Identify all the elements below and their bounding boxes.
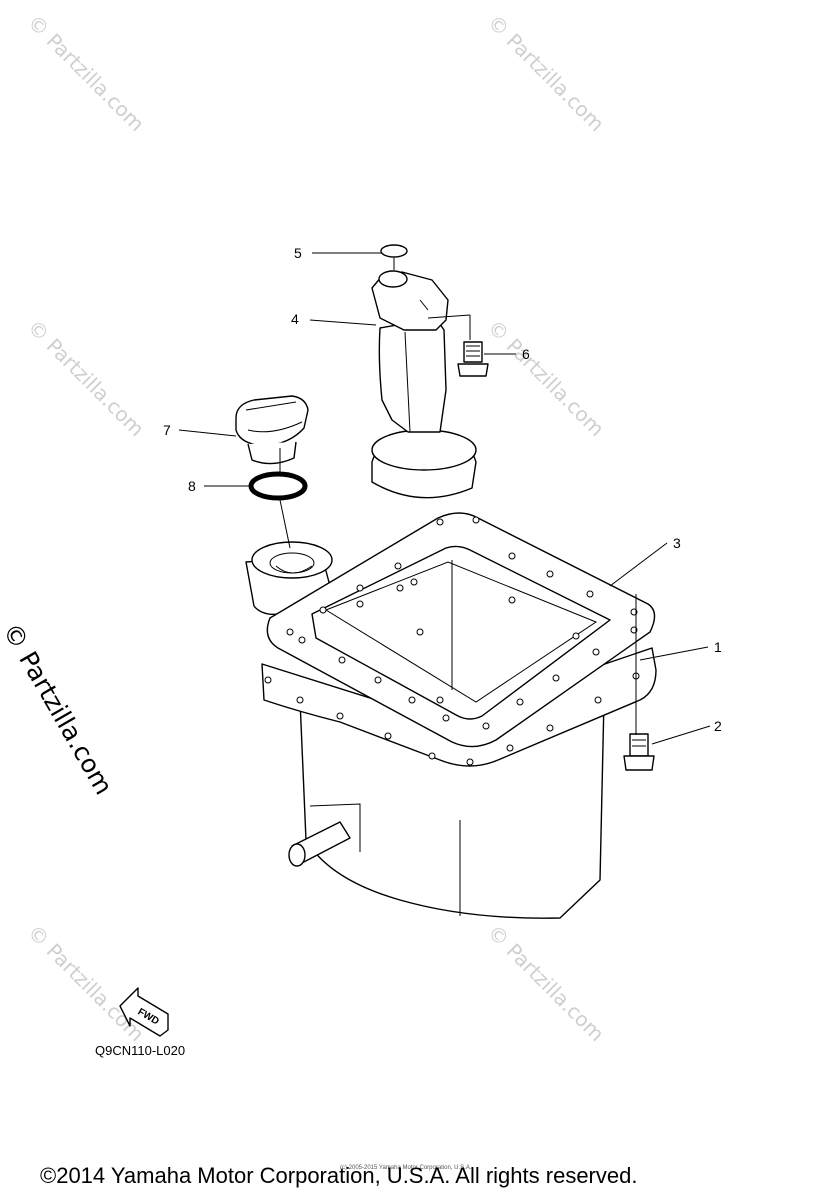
part-4-oil-strainer — [371, 270, 477, 499]
gasket-bolt-holes — [264, 516, 640, 766]
part-7-filler-cap — [235, 395, 309, 465]
part-2-bolt — [623, 733, 655, 771]
part-5-o-ring — [380, 244, 408, 270]
part-8-o-ring — [248, 471, 308, 501]
callout-7: 7 — [163, 422, 171, 438]
fwd-arrow-icon: FWD — [119, 987, 169, 1037]
callout-3: 3 — [673, 535, 681, 551]
copyright-small: (c) 2005-2015 Yamaha Motor Corporation, … — [340, 1165, 472, 1171]
callout-4: 4 — [291, 311, 299, 327]
callout-labels: 1 2 3 4 5 6 7 8 — [163, 245, 722, 734]
callout-5: 5 — [294, 245, 302, 261]
callout-6: 6 — [522, 346, 530, 362]
part-6-bolt — [457, 341, 489, 377]
part-3-gasket-plate — [266, 512, 656, 748]
leader-lines — [178, 252, 711, 745]
diagram-code: Q9CN110-L020 — [95, 1043, 186, 1058]
callout-1: 1 — [714, 639, 722, 655]
callout-8: 8 — [188, 478, 196, 494]
callout-2: 2 — [714, 718, 722, 734]
copyright-text: ©2014 Yamaha Motor Corporation, U.S.A. A… — [40, 1163, 638, 1188]
